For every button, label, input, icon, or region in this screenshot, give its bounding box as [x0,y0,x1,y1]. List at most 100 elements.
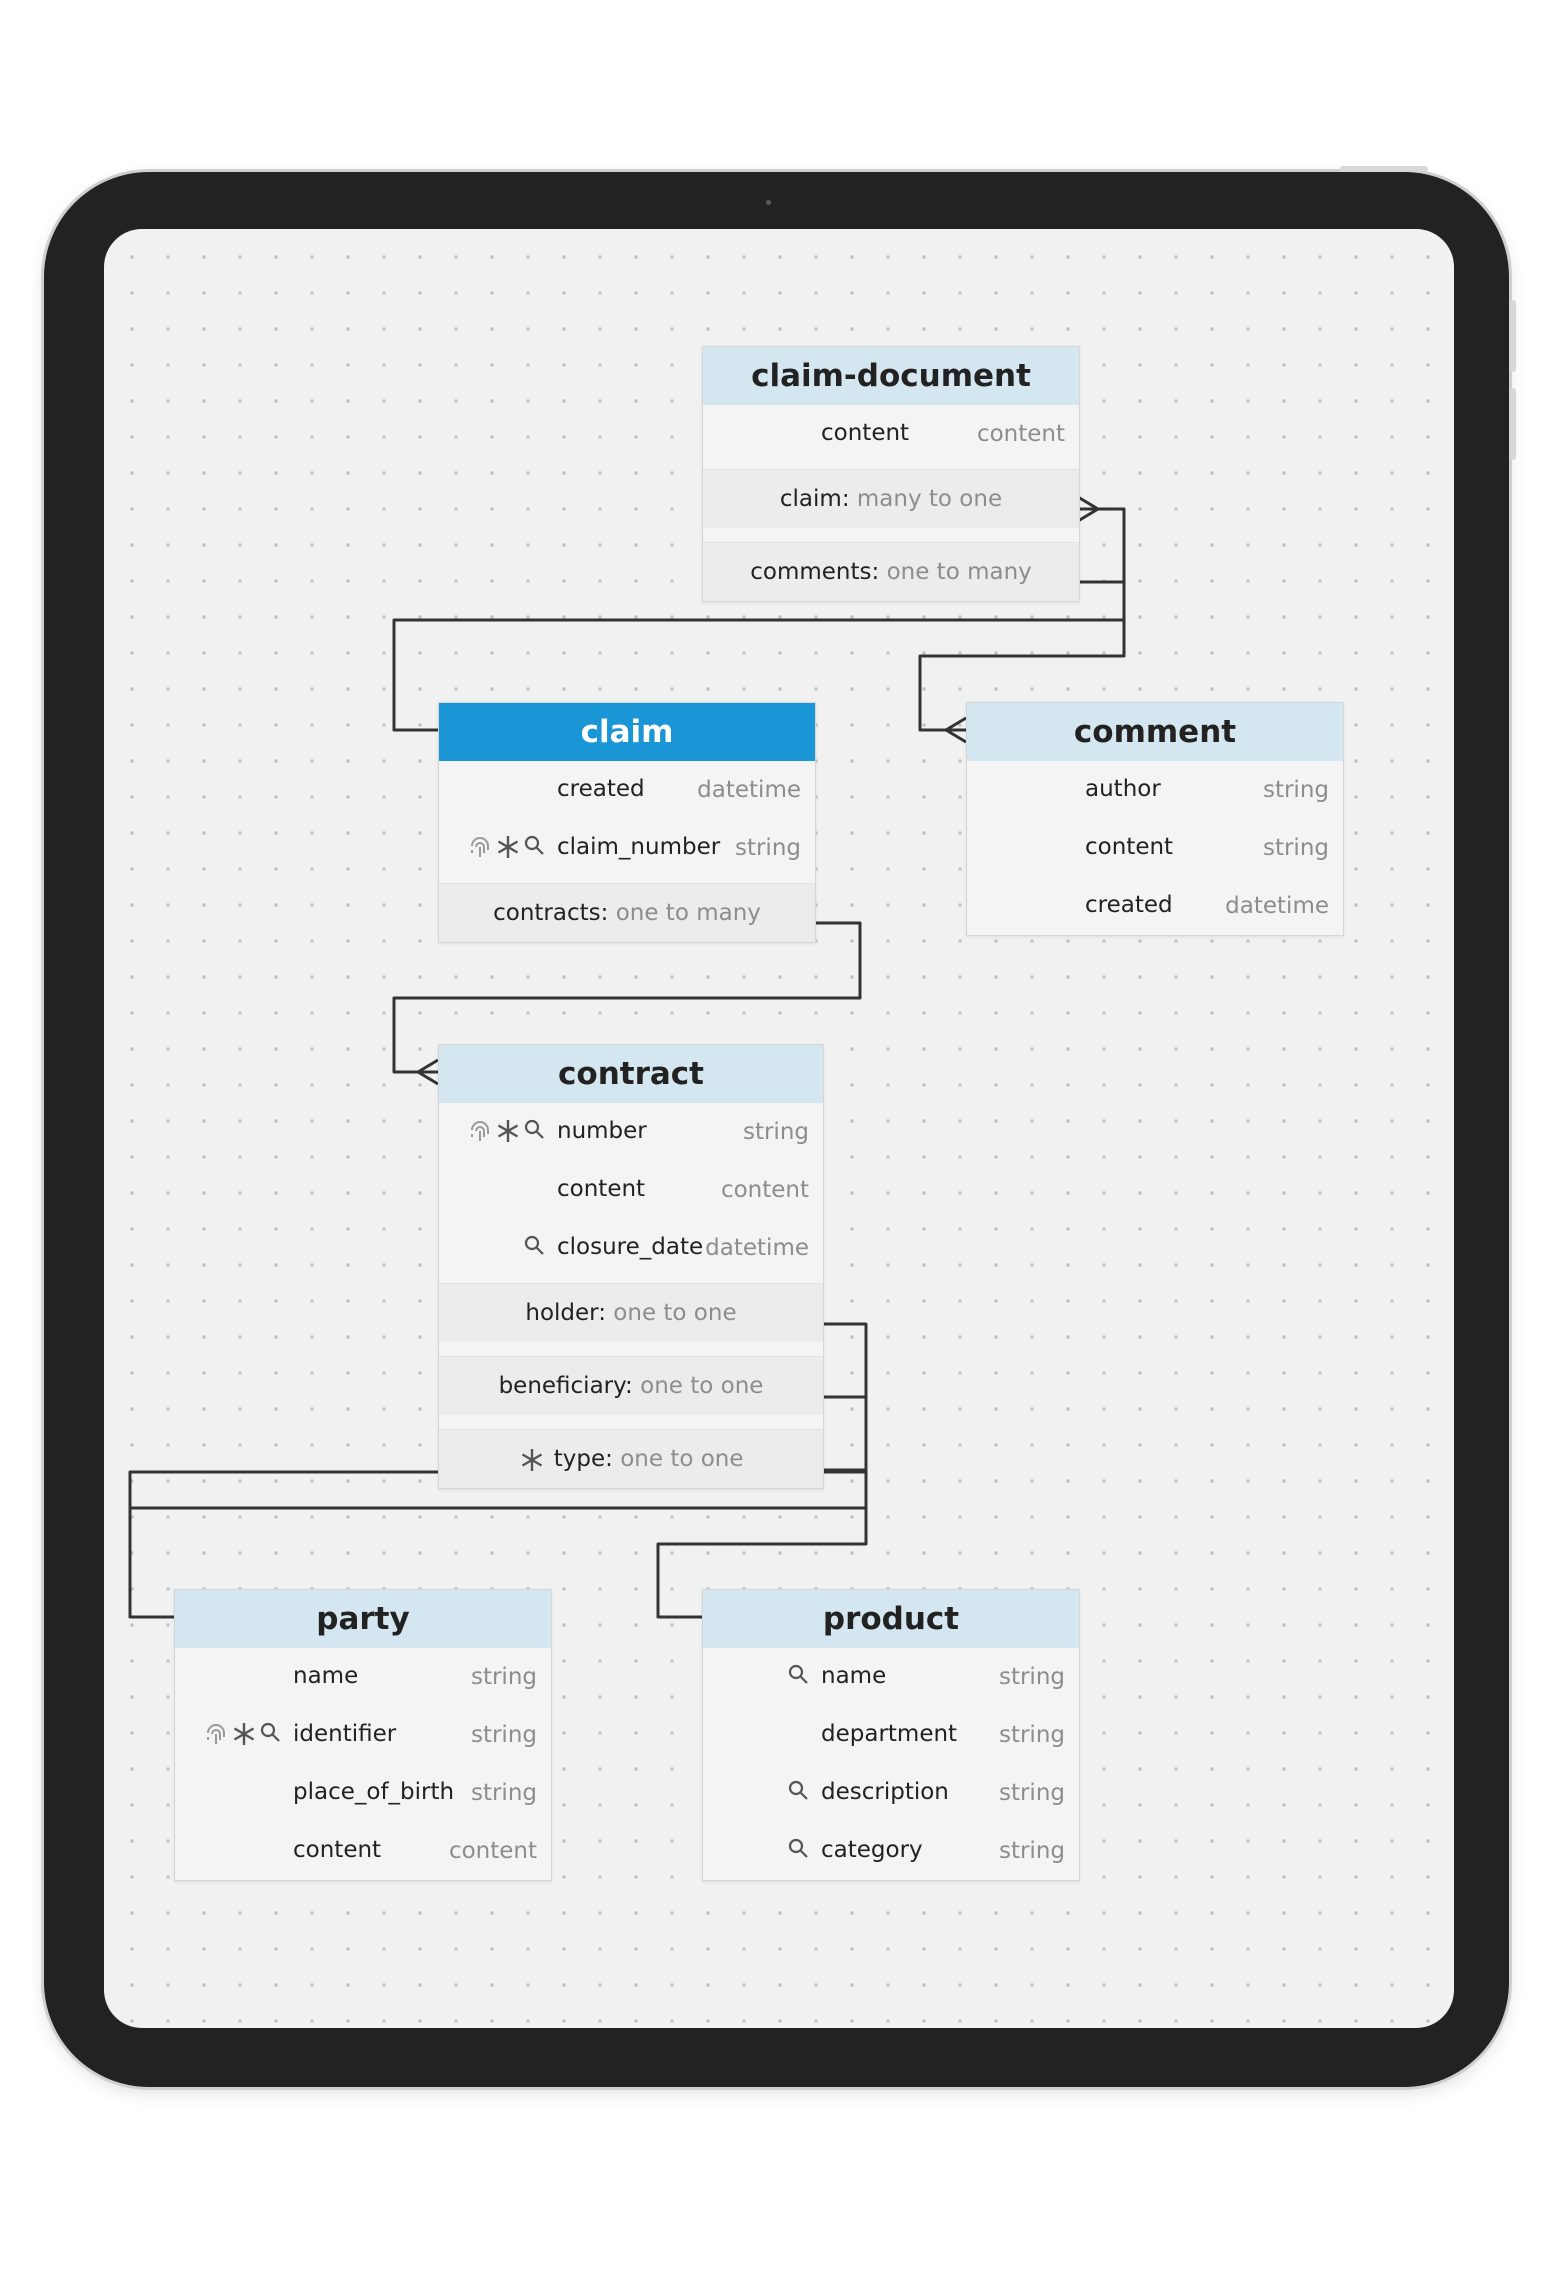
camera-icon [766,200,771,205]
field-name: claim_number [557,834,721,860]
relation-cardinality: one to one [613,1300,737,1326]
field-row[interactable]: name string [175,1648,551,1706]
field-name: created [557,776,645,802]
relation-cardinality: one to many [615,900,761,926]
relation-cardinality: one to many [886,559,1032,585]
relation-cardinality: one to one [620,1446,744,1472]
search-icon [788,1664,808,1684]
field-icons [455,1118,545,1148]
search-icon [524,835,544,855]
search-icon [788,1838,808,1858]
field-type: string [998,1722,1065,1748]
field-row[interactable]: identifier string [175,1706,551,1764]
field-name: name [821,1663,887,1689]
field-row[interactable]: content content [703,405,1079,463]
relation-row[interactable]: comments: one to many [703,542,1079,601]
field-name: number [557,1118,647,1144]
field-type: string [470,1722,537,1748]
entity-title: contract [439,1045,823,1103]
field-type: datetime [697,777,801,803]
asterisk-icon [497,836,519,858]
field-type: string [470,1664,537,1690]
field-type: string [1262,777,1329,803]
relation-name: comments: [750,559,880,585]
entity-title: claim [439,703,815,761]
field-type: string [742,1119,809,1145]
field-name: department [821,1721,958,1747]
field-type: string [998,1780,1065,1806]
field-name: place_of_birth [293,1779,455,1805]
fingerprint-icon [207,1724,225,1744]
field-type: string [998,1838,1065,1864]
entity-party[interactable]: party name string identifier string plac… [174,1589,552,1881]
field-row[interactable]: closure_date datetime [439,1219,823,1277]
field-type: string [1262,835,1329,861]
field-icons [455,834,545,864]
field-row[interactable]: department string [703,1706,1079,1764]
field-row[interactable]: category string [703,1822,1079,1880]
entity-comment[interactable]: comment author string content string cre… [966,702,1344,936]
field-name: content [293,1837,382,1863]
field-name: description [821,1779,949,1805]
search-icon [524,1235,544,1255]
relation-name: contracts: [493,900,609,926]
field-type: datetime [1225,893,1329,919]
field-icons [719,1663,809,1693]
relation-name: type: [553,1446,613,1472]
entity-claim-document[interactable]: claim-document content content claim: ma… [702,346,1080,602]
entity-title: party [175,1590,551,1648]
entity-title: claim-document [703,347,1079,405]
search-icon [260,1722,280,1742]
tablet-top-button [1340,166,1428,172]
field-type: content [720,1177,809,1203]
field-name: identifier [293,1721,397,1747]
entity-claim[interactable]: claim created datetime claim_number stri… [438,702,816,943]
relation-row[interactable]: holder: one to one [439,1283,823,1342]
field-icons [191,1721,281,1751]
relation-name: claim: [779,486,850,512]
field-type: string [998,1664,1065,1690]
field-row[interactable]: name string [703,1648,1079,1706]
entity-product[interactable]: product name string department string de… [702,1589,1080,1881]
tablet-side-button [1510,300,1516,372]
search-icon [788,1780,808,1800]
field-row[interactable]: number string [439,1103,823,1161]
relation-name: beneficiary: [498,1373,633,1399]
field-icons [719,1837,809,1867]
field-type: datetime [705,1235,809,1261]
field-row[interactable]: claim_number string [439,819,815,877]
field-name: created [1085,892,1173,918]
relation-cardinality: one to one [640,1373,764,1399]
field-type: string [734,835,801,861]
fingerprint-icon [471,1121,489,1141]
field-row[interactable]: author string [967,761,1343,819]
field-row[interactable]: description string [703,1764,1079,1822]
asterisk-icon [522,1448,543,1471]
entity-contract[interactable]: contract number string content content c… [438,1044,824,1489]
field-name: content [1085,834,1174,860]
entity-title: product [703,1590,1079,1648]
tablet-side-button [1510,388,1516,460]
field-type: content [448,1838,537,1864]
field-row[interactable]: created datetime [439,761,815,819]
field-name: content [821,420,910,446]
field-type: content [976,421,1065,447]
field-row[interactable]: content string [967,819,1343,877]
relation-row[interactable]: type: one to one [439,1429,823,1488]
fingerprint-icon [471,837,489,857]
relation-row[interactable]: claim: many to one [703,469,1079,528]
field-type: string [470,1780,537,1806]
relation-cardinality: many to one [856,486,1003,512]
search-icon [524,1119,544,1139]
relation-row[interactable]: contracts: one to many [439,883,815,942]
field-row[interactable]: content content [439,1161,823,1219]
field-icons [719,1779,809,1809]
relation-row[interactable]: beneficiary: one to one [439,1356,823,1415]
field-row[interactable]: content content [175,1822,551,1880]
field-row[interactable]: place_of_birth string [175,1764,551,1822]
field-name: author [1085,776,1161,802]
field-name: name [293,1663,359,1689]
entity-title: comment [967,703,1343,761]
relation-name: holder: [525,1300,606,1326]
field-row[interactable]: created datetime [967,877,1343,935]
